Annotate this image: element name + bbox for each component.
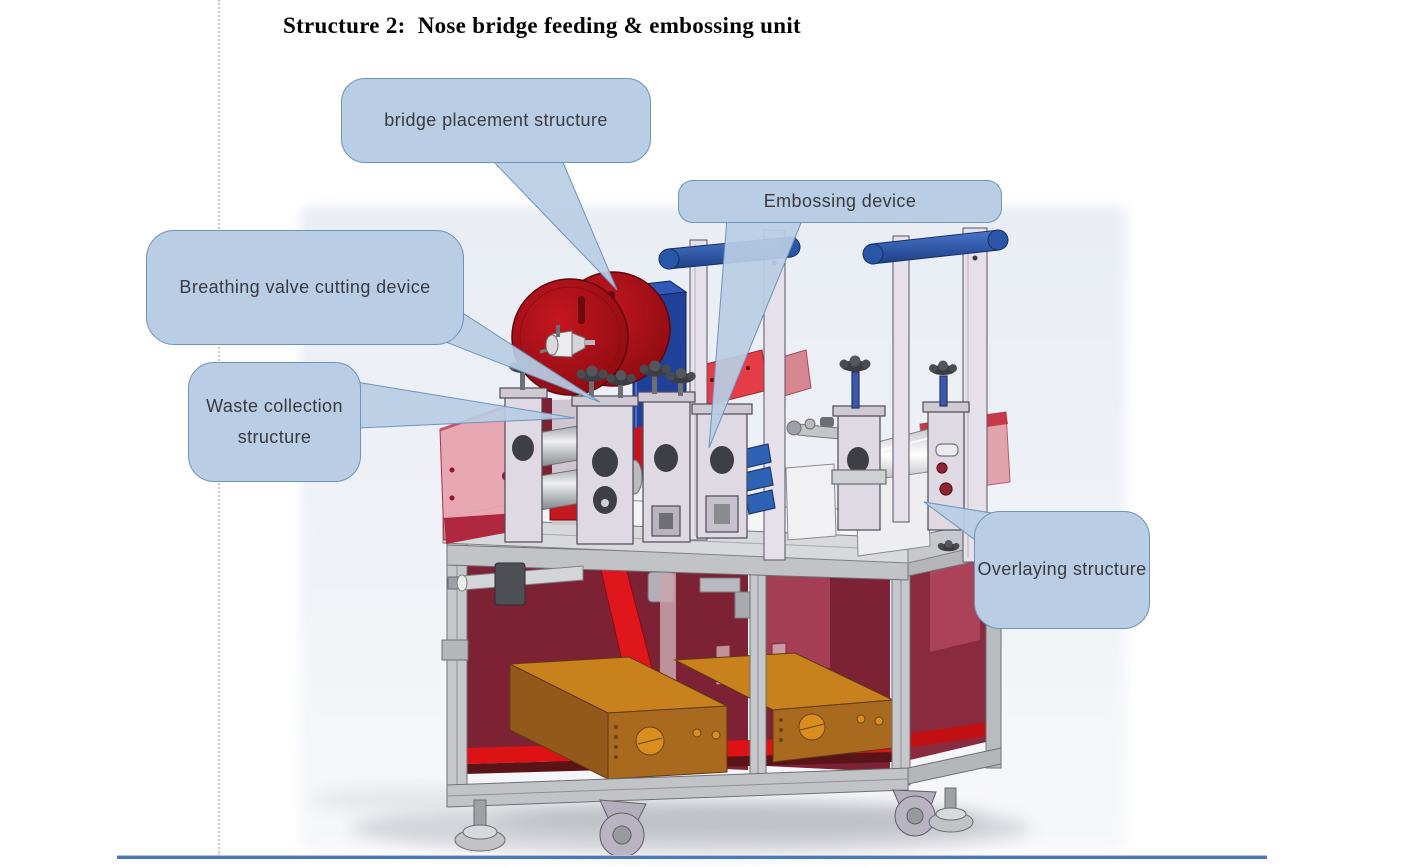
roller-stand-c [637,360,696,543]
caster-wheel-left [599,799,647,858]
electrical-box-2 [673,652,895,763]
callout-bridge-placement-label: bridge placement structure [384,109,608,130]
callout-embossing-device-label: Embossing device [763,190,917,211]
callout-breathing-valve-cutting: Breathing valve cutting device [146,230,464,345]
guide-rollers-blue [741,443,776,515]
page-title: Structure 2: Nose bridge feeding & embos… [283,13,802,38]
callout-overlaying-structure-label: Overlaying structure [977,559,1147,580]
callout-bridge-placement: bridge placement structure [341,78,651,163]
callout-waste-collection-label: Waste collection structure [206,395,343,448]
film-roll-frame [862,227,1009,563]
leveling-foot-right [928,787,974,833]
reel-hub [539,325,960,552]
lower-cabinet [441,539,1002,858]
callout-embossing-device: Embossing device [678,180,1002,223]
roller-stand-b [571,365,639,545]
electrical-box-1 [508,656,729,780]
roller-stand-e [831,355,887,531]
callout-waste-collection: Waste collection structure [188,362,361,482]
page-bottom-border [117,855,1267,859]
leveling-foot-left [454,799,506,852]
roller-stands [499,355,970,545]
caster-wheel-right [892,789,937,837]
callout-breathing-valve-cutting-label: Breathing valve cutting device [179,276,431,297]
callout-overlaying-structure: Overlaying structure [974,511,1150,629]
left-drive-shaft [447,562,584,606]
roller-stand-d [691,403,753,539]
